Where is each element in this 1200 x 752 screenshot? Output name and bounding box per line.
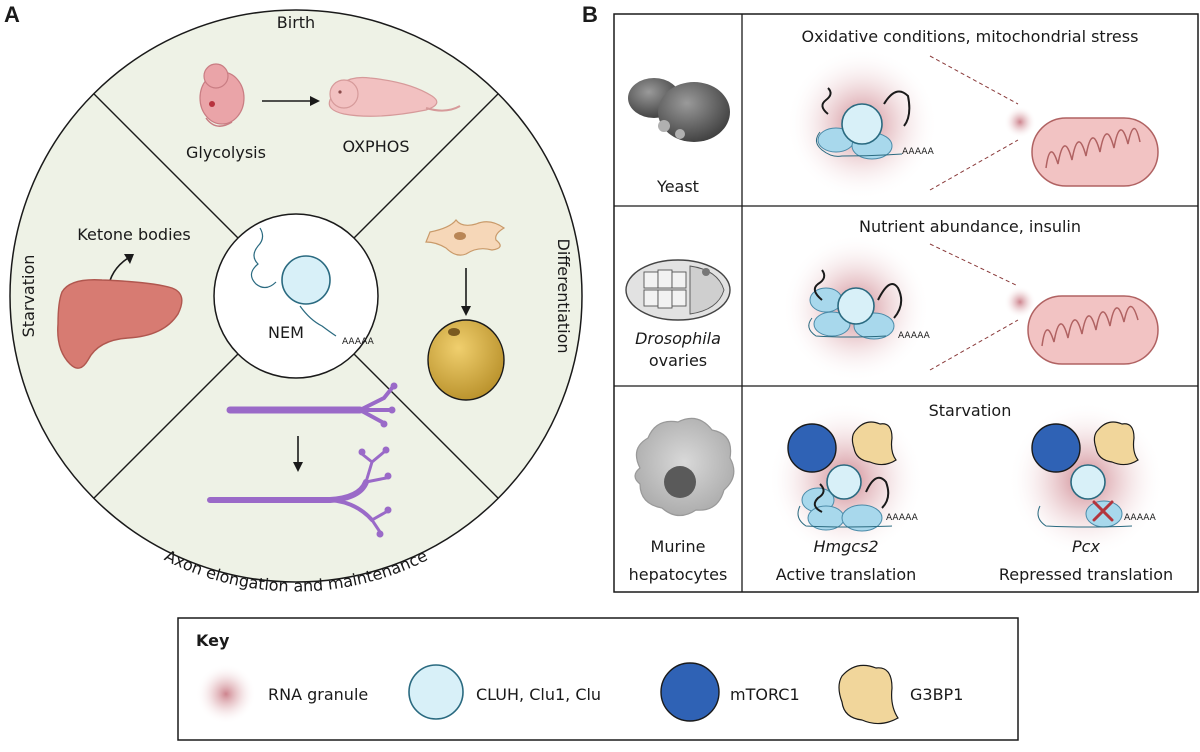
divider-top-right [353, 93, 499, 239]
key-label-cluh: CLUH, Clu1, Clu [476, 685, 601, 704]
cluh-icon-repressed [1070, 464, 1106, 500]
embryo-icon [199, 63, 245, 127]
cluh-protein-icon [281, 255, 331, 305]
cluh-icon-yeast [841, 103, 883, 145]
nem-label: NEM [268, 323, 304, 342]
adipocyte-nucleus [448, 328, 460, 336]
newborn-mouse-icon [328, 76, 461, 117]
yeast-bud-scar-2 [675, 129, 685, 139]
key-label-rna-granule: RNA granule [268, 685, 368, 704]
stem-cell-nucleus [454, 232, 466, 240]
axon-arrowhead [293, 462, 303, 472]
granule-contents-yeast: AAAAA [816, 87, 935, 160]
repression-cross-icon [1092, 500, 1114, 522]
hepatocyte-nucleus [664, 466, 696, 498]
key-frame [177, 617, 1019, 741]
nem-polya: AAAAA [342, 337, 375, 347]
oxphos-label: OXPHOS [343, 137, 410, 156]
panel-b-letter: B [582, 2, 598, 27]
key-title: Key [196, 631, 230, 650]
organism-hepatocytes: hepatocytes [629, 565, 728, 584]
polya-repressed: AAAAA [1124, 513, 1157, 523]
key-label-g3bp1: G3BP1 [910, 685, 963, 704]
organism-drosophila-name: Drosophila [635, 329, 721, 348]
small-granule-yeast [1004, 106, 1036, 138]
divider-bottom-right [353, 353, 499, 499]
granule-contents-repressed: AAAAA [1031, 421, 1157, 528]
organism-drosophila-tissue: ovaries [649, 351, 707, 370]
organism-murine: Murine [651, 537, 706, 556]
key-g3bp1-icon [838, 664, 899, 725]
zoom-line-bottom-yeast [929, 139, 1019, 191]
g3bp1-icon-active [851, 421, 897, 466]
condition-drosophila: Nutrient abundance, insulin [859, 217, 1081, 236]
gene-hmgcs2: Hmgcs2 [813, 537, 878, 556]
quadrant-title-differentiation: Differentiation [554, 238, 573, 353]
zoom-line-bottom-drosophila [929, 319, 1019, 371]
birth-arrowhead [310, 96, 320, 106]
condition-hepatocytes: Starvation [929, 401, 1012, 420]
divider-top-left [93, 93, 239, 239]
small-granule-drosophila [1004, 286, 1036, 318]
ketone-arrowhead [124, 254, 134, 264]
immature-neuron-icon [226, 382, 398, 428]
condition-yeast: Oxidative conditions, mitochondrial stre… [802, 27, 1139, 46]
liver-icon [57, 279, 183, 369]
gene-pcx: Pcx [1072, 537, 1100, 556]
row-drosophila: Drosophila ovaries Nutrient abundance, i… [625, 217, 1159, 382]
zoom-line-top-yeast [929, 55, 1019, 105]
caption-active-translation: Active translation [776, 565, 917, 584]
granule-contents-drosophila: AAAAA [808, 269, 931, 341]
row-hepatocytes: Murine hepatocytes Starvation AAAAA Hmgc… [629, 401, 1174, 584]
caption-repressed-translation: Repressed translation [999, 565, 1173, 584]
panel-b-table [613, 13, 1199, 593]
yeast-cell-icon [658, 82, 730, 142]
mtorc1-icon-active [787, 423, 837, 473]
yeast-bud-scar [658, 120, 670, 132]
granule-contents-active: AAAAA [787, 421, 919, 532]
cluh-icon-drosophila [837, 287, 875, 325]
mtorc1-icon-repressed [1031, 423, 1081, 473]
divider-bottom-left [93, 353, 239, 499]
differentiation-arrowhead [461, 306, 471, 316]
mrna-tail [299, 305, 337, 337]
cluh-icon-active [826, 464, 862, 500]
key-legend: Key RNA granule CLUH, Clu1, Clu mTORC1 G… [177, 617, 1019, 741]
ketone-bodies-label: Ketone bodies [77, 225, 190, 244]
row-yeast: Yeast Oxidative conditions, mitochondria… [628, 27, 1159, 200]
adipocyte-icon [427, 319, 505, 401]
g3bp1-icon-repressed [1093, 421, 1139, 466]
polya-drosophila: AAAAA [898, 331, 931, 341]
organism-yeast: Yeast [656, 177, 699, 196]
key-label-mtorc1: mTORC1 [730, 685, 800, 704]
quadrant-title-starvation: Starvation [19, 255, 38, 338]
mature-neuron-icon [207, 446, 392, 538]
key-cluh-icon [408, 664, 464, 720]
table-frame [613, 13, 1199, 593]
mitochondrion-icon-yeast [1031, 117, 1159, 187]
zoom-line-top-drosophila [929, 243, 1019, 287]
polya-yeast: AAAAA [902, 147, 935, 157]
polya-active: AAAAA [886, 513, 919, 523]
nem-center-illustration: AAAAA [250, 227, 375, 347]
glycolysis-label: Glycolysis [186, 143, 266, 162]
key-mtorc1-icon [660, 662, 720, 722]
panel-a-letter: A [4, 2, 20, 27]
quadrant-title-birth: Birth [277, 13, 315, 32]
key-rna-granule-icon [196, 664, 256, 724]
mitochondrion-icon-drosophila [1027, 295, 1159, 365]
mrna-strand [250, 227, 277, 289]
